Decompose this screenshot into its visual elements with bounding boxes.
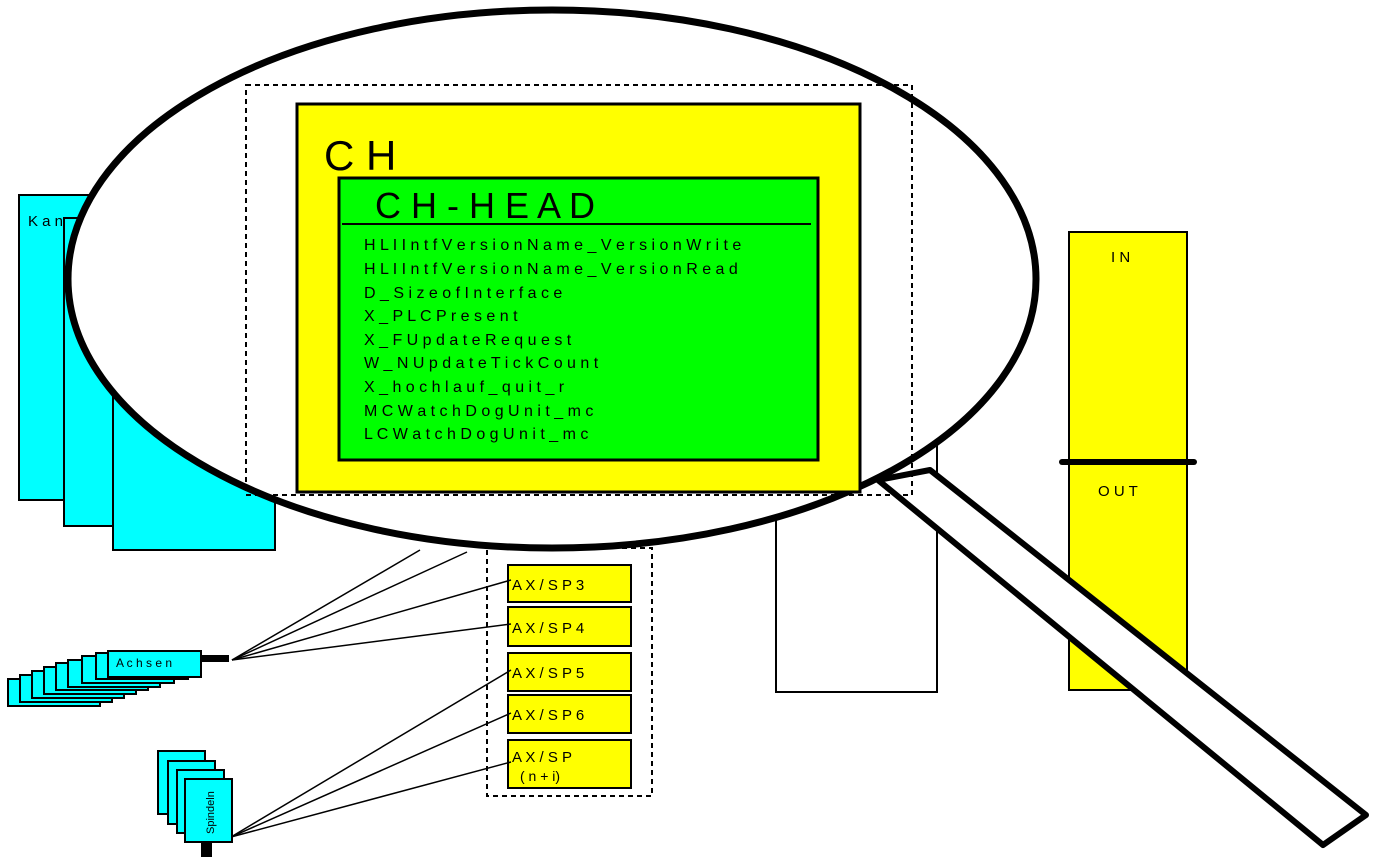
spindeln-label: Spindeln (205, 791, 217, 834)
ch-head-item: M C W a t c h D o g U n i t _ m c (364, 403, 593, 420)
achsen-line-3 (231, 579, 512, 661)
ax-box-4 (507, 606, 632, 647)
spindeln-card-front (184, 778, 233, 843)
ax-box-n (507, 739, 632, 789)
kanal-label: K a n (28, 213, 63, 230)
ch-dashed-frame (245, 84, 913, 496)
ch-head-item: X _ F U p d a t e R e q u e s t (364, 332, 572, 349)
spindeln-connectors (230, 669, 512, 838)
ch-head-item: D _ S i z e o f I n t e r f a c e (364, 285, 562, 302)
ax-box-4-label: A X / S P 4 (512, 620, 584, 637)
achsen-line-2 (231, 551, 468, 661)
achsen-connectors (231, 549, 512, 661)
achsen-line-1 (231, 549, 421, 661)
achsen-label: A c h s e n (116, 656, 172, 670)
out-label: O U T (1098, 483, 1138, 500)
ax-box-3-label: A X / S P 3 (512, 577, 584, 594)
ch-head-item: L C W a t c h D o g U n i t _ m c (364, 426, 588, 443)
ax-box-5-label: A X / S P 5 (512, 665, 584, 682)
ch-head-item-list: H L I I n t f V e r s i o n N a m e _ V … (364, 237, 741, 443)
achsen-line-4 (231, 623, 512, 661)
in-label: I N (1111, 249, 1130, 266)
achsen-tab-front (107, 650, 202, 678)
spindeln-line-3 (230, 761, 512, 838)
ax-boxes: A X / S P 3 A X / S P 4 A X / S P 5 A X … (507, 564, 632, 789)
ax-box-n-line1: A X / S P (512, 749, 572, 766)
ch-head-title: C H - H E A D (375, 185, 595, 226)
ch-head-item: X _ P L C P r e s e n t (364, 308, 518, 325)
ax-box-6-label: A X / S P 6 (512, 707, 584, 724)
ch-head-item: X _ h o c h l a u f _ q u i t _ r (364, 379, 565, 396)
spindeln-stack: Spindeln (157, 750, 233, 857)
achsen-connector-stub (201, 655, 229, 662)
spindeln-connector-stub (201, 842, 212, 857)
ax-box-3 (507, 564, 632, 603)
spindeln-line-2 (230, 712, 512, 838)
spindeln-line-1 (230, 669, 512, 838)
ch-label: C H (324, 132, 396, 179)
ch-head-item: W _ N U p d a t e T i c k C o u n t (364, 355, 599, 372)
ch-head-item: H L I I n t f V e r s i o n N a m e _ V … (364, 237, 741, 254)
ax-box-n-line2: ( n + i) (520, 768, 560, 784)
ch-head-item: H L I I n t f V e r s i o n N a m e _ V … (364, 261, 738, 278)
achsen-stack: A c h s e n (7, 650, 229, 707)
